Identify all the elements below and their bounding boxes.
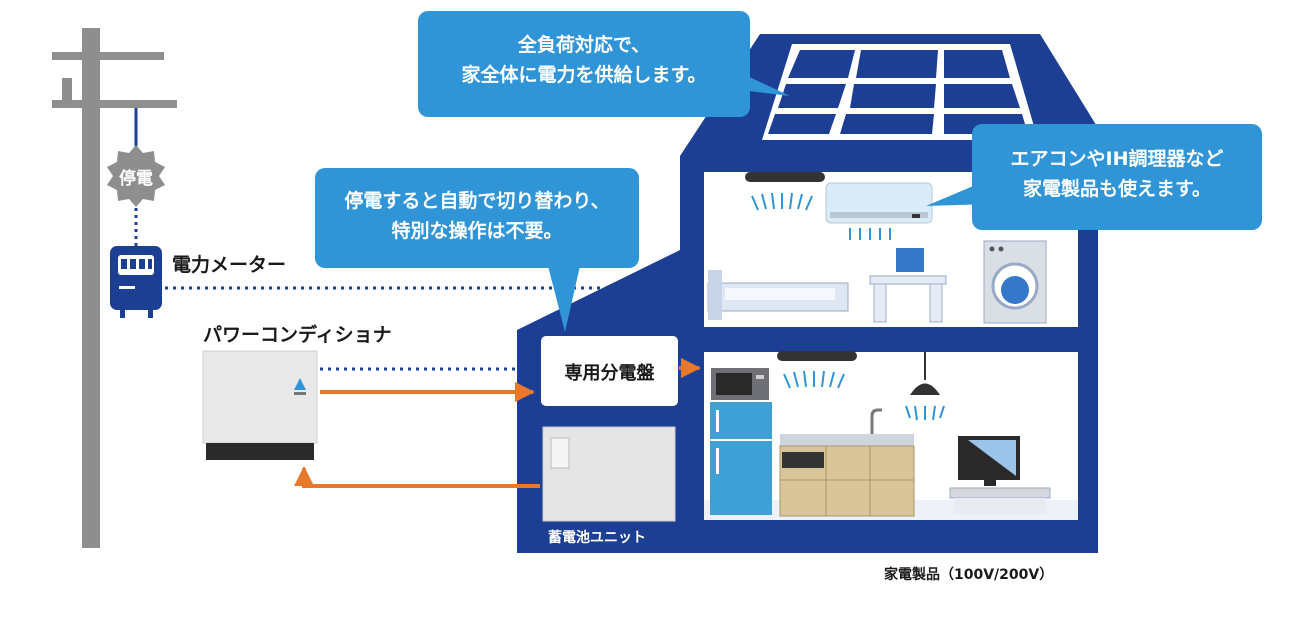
bubble-appliances-line-1: エアコンやIH調理器など — [1010, 148, 1224, 170]
appliances-caption: 家電製品（100V/200V） — [884, 567, 1054, 583]
power-conditioner-label: パワーコンディショナ — [203, 324, 392, 346]
outage-badge-label: 停電 — [119, 169, 153, 189]
washing-machine-icon — [983, 240, 1047, 324]
bubble-auto-switch-line-2: 特別な操作は不要。 — [391, 220, 563, 242]
bubble-appliances — [926, 124, 1262, 230]
battery-unit-label: 蓄電池ユニット — [548, 530, 646, 546]
bubble-auto-switch — [315, 168, 639, 332]
microwave-icon — [711, 368, 769, 400]
bed-icon — [707, 270, 849, 320]
refrigerator-icon — [710, 402, 772, 515]
distribution-board-box — [541, 336, 678, 406]
solar-panel-icon — [762, 44, 1038, 140]
utility-pole — [52, 28, 177, 548]
bubble-full-load-line-1: 全負荷対応で、 — [517, 34, 651, 56]
meter-icon — [110, 246, 162, 318]
bubble-appliances-line-2: 家電製品も使えます。 — [1022, 178, 1212, 200]
bubble-appliances-text: エアコンやIH調理器など 家電製品も使えます。 — [972, 144, 1262, 204]
battery-unit-icon — [542, 426, 676, 522]
kitchen-counter-icon — [779, 408, 915, 517]
power-conditioner-icon — [202, 350, 318, 460]
distribution-board-label: 専用分電盤 — [564, 363, 655, 384]
upper-ceiling-vent-icon — [745, 172, 825, 211]
bubble-full-load-text: 全負荷対応で、 家全体に電力を供給します。 — [418, 30, 750, 90]
bubble-auto-switch-text: 停電すると自動で切り替わり、 特別な操作は不要。 — [315, 186, 639, 246]
lower-ceiling-vent-icon — [777, 351, 857, 389]
bubble-auto-switch-line-1: 停電すると自動で切り替わり、 — [344, 190, 610, 212]
gear-icon — [107, 145, 165, 207]
meter-label: 電力メーター — [172, 254, 287, 276]
battery-to-conditioner-arrow — [294, 466, 540, 488]
desk-icon — [869, 248, 947, 323]
bubble-full-load — [418, 11, 790, 117]
tv-icon — [949, 436, 1051, 514]
air-conditioner-icon — [825, 182, 933, 240]
bubble-full-load-line-2: 家全体に電力を供給します。 — [461, 64, 707, 86]
outage-badge — [107, 145, 165, 207]
pendant-light-icon — [905, 352, 945, 421]
